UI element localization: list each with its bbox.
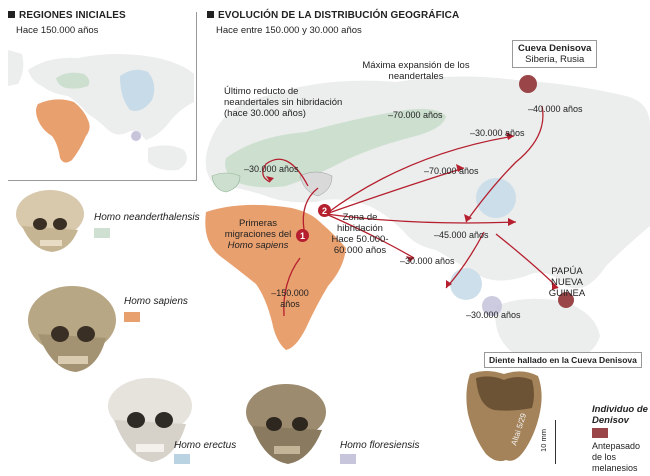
label-max-expansion-date: –70.000 años: [388, 110, 443, 120]
tooth-scale-label: 10 mm: [538, 429, 548, 452]
erectus-skull-icon: [108, 378, 192, 462]
denisovan-legend-title: Individuo de Denisov: [592, 404, 648, 426]
initial-regions-map: [8, 40, 196, 180]
denisovan-legend-swatch: [592, 428, 608, 438]
label-hybrid-zone: Zona de hibridación Hace 50.000-60.000 a…: [331, 212, 389, 256]
species-floresiensis-swatch: [340, 454, 356, 464]
sapiens-skull-icon: [28, 286, 116, 372]
label-last-refuge: Último reducto de neandertales sin hibri…: [224, 86, 343, 119]
species-neanderthal-label: Homo neanderthalensis: [94, 212, 200, 223]
australia-land: [495, 298, 600, 365]
left-panel-subtitle: Hace 150.000 años: [16, 25, 99, 36]
date-africa-150000: –150.000 años: [271, 288, 309, 309]
species-sapiens-swatch: [124, 312, 140, 322]
label-first-migrations: Primeras migraciones del Homo sapiens: [224, 218, 292, 251]
bullet-square-icon: [8, 11, 15, 18]
denisova-cave-dot: [519, 75, 537, 93]
date-asia-70000: –70.000 años: [424, 166, 479, 176]
africa-sapiens: [205, 204, 346, 350]
papua-dot: [558, 292, 574, 308]
badge-hybrid-zone: 2: [318, 204, 331, 217]
species-sapiens-label: Homo sapiens: [124, 296, 188, 307]
date-europe-30000: –30.000 años: [244, 164, 299, 174]
date-40000: –40.000 años: [528, 104, 583, 114]
species-floresiensis-label: Homo floresiensis: [340, 440, 420, 451]
date-45000: –45.000 años: [434, 230, 489, 240]
date-asia-30000: –30.000 años: [470, 128, 525, 138]
date-sea-30000: –30.000 años: [466, 310, 521, 320]
left-panel-title: REGIONES INICIALES: [8, 10, 126, 21]
main-panel-subtitle: Hace entre 150.000 y 30.000 años: [216, 25, 362, 36]
species-erectus-label: Homo erectus: [174, 440, 237, 451]
tooth-scale-bar: [555, 420, 556, 464]
main-panel-title: EVOLUCIÓN DE LA DISTRIBUCIÓN GEOGRÁFICA: [207, 10, 459, 21]
badge-first-migration: 1: [296, 229, 309, 242]
tooth-title: Diente hallado en la Cueva Denisova: [484, 352, 642, 368]
species-neanderthal-swatch: [94, 228, 110, 238]
date-india-30000: –30.000 años: [400, 256, 455, 266]
cave-name: Cueva Denisova: [518, 43, 592, 54]
inset-australia-land: [148, 145, 187, 171]
denisova-tooth-image: Altai 5/29: [466, 371, 542, 462]
hybrid-zone-hatch: [299, 171, 333, 197]
inset-floresiensis-dot: [131, 131, 141, 141]
iberia-refuge: [211, 172, 241, 193]
erectus-ring-china: [476, 178, 516, 218]
distribution-map: [205, 75, 650, 365]
left-panel-border-bottom: [8, 180, 197, 181]
label-max-expansion: Máxima expansión de los neandertales: [362, 60, 470, 82]
label-papua: PAPÚA NUEVA GUINEA: [548, 266, 586, 299]
erectus-ring-java: [450, 268, 482, 300]
inset-neanderthal-range: [56, 72, 90, 89]
neanderthal-max-range: [225, 108, 446, 188]
inset-africa-sapiens: [36, 99, 90, 163]
species-erectus-swatch: [174, 454, 190, 464]
migration-arrows: [262, 105, 559, 317]
floresiensis-ring: [482, 296, 502, 316]
floresiensis-skull-icon: [246, 384, 326, 464]
arrow-heads: [266, 132, 558, 290]
cave-denisova-box: Cueva Denisova Siberia, Rusia: [512, 40, 598, 68]
inset-erectus-range: [120, 69, 155, 111]
cave-place: Siberia, Rusia: [525, 54, 585, 65]
left-panel-border: [196, 12, 197, 180]
bullet-square-icon: [207, 11, 214, 18]
neanderthal-skull-icon: [16, 190, 84, 252]
inset-americas-land: [8, 50, 24, 86]
denisovan-legend-desc: Antepasado de los melanesios: [592, 441, 641, 473]
